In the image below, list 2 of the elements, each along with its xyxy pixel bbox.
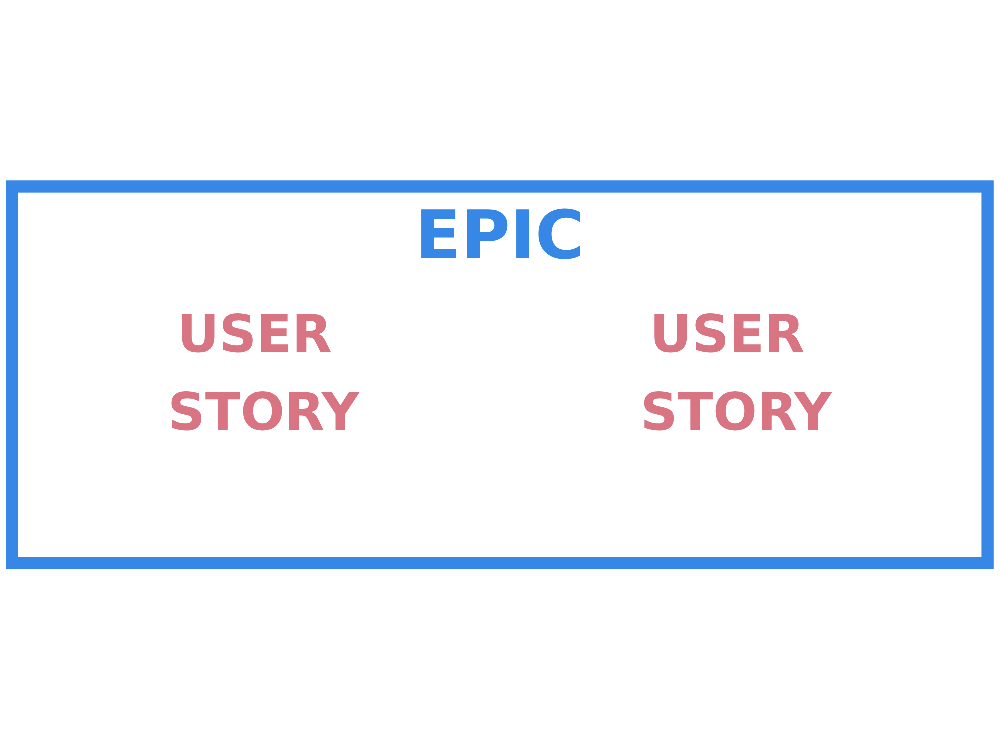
node-text: USER STORY: [640, 304, 832, 444]
node-text: USER STORY: [168, 304, 360, 444]
